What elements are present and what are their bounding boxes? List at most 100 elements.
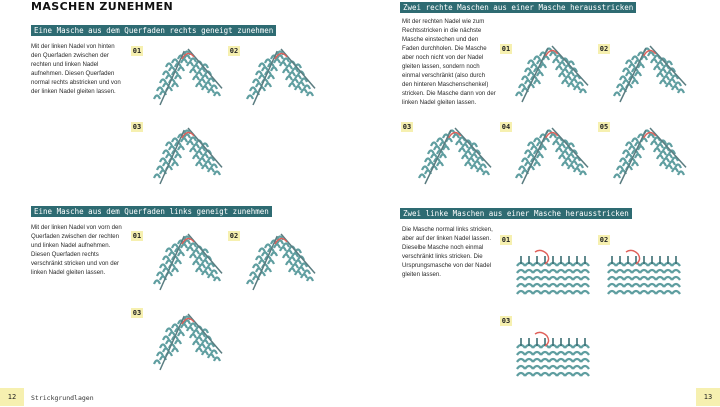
stitch-loop — [167, 331, 177, 337]
purl-fabric-illustration — [515, 330, 591, 385]
knitting-needle — [619, 47, 647, 103]
stitch-loop — [667, 67, 677, 73]
stitch-loop — [524, 282, 534, 288]
stitch-loop — [647, 268, 657, 274]
stitch-loop — [302, 269, 312, 275]
stitch-loop — [676, 88, 686, 94]
highlighted-loop — [181, 237, 195, 245]
stitch-loop — [197, 252, 207, 258]
stitch-loop — [655, 275, 665, 281]
stitch-loop — [572, 350, 582, 356]
stitch-loop — [563, 157, 573, 163]
stitch-loop — [251, 263, 261, 269]
stitch-loop — [670, 156, 680, 162]
knitting-needle — [159, 129, 185, 185]
stitch-loop — [266, 74, 276, 80]
stitch-loop — [615, 275, 625, 281]
stitch-loop — [532, 149, 542, 155]
stitch-loop — [475, 167, 485, 173]
stitch-loop — [615, 289, 625, 295]
stitch-loop — [514, 173, 524, 179]
highlighted-loop — [642, 49, 657, 57]
stitch-loop — [615, 83, 625, 89]
stitch-loop — [185, 140, 195, 146]
highlighted-loop — [181, 131, 195, 139]
stitch-loop — [524, 289, 534, 295]
stitch-loop — [658, 79, 668, 85]
stitch-loop — [454, 140, 464, 146]
stitch-loop — [173, 74, 183, 80]
stitch-loop — [203, 81, 213, 87]
stitch-loop — [655, 289, 665, 295]
stitch-loop — [556, 364, 566, 370]
stitch-loop — [197, 263, 207, 269]
stitch-loop — [649, 140, 659, 146]
stitch-loop — [254, 70, 264, 76]
stitch-loop — [671, 282, 681, 288]
stitch-loop — [299, 88, 309, 94]
stitch-loop — [524, 350, 534, 356]
stitch-loop — [667, 78, 677, 84]
step-badge: 04 — [500, 122, 512, 132]
stitch-loop — [290, 252, 300, 258]
stitch-loop — [463, 139, 473, 145]
stitch-loop — [209, 269, 219, 275]
stitch-loop — [209, 84, 219, 90]
stitch-loop — [580, 282, 590, 288]
stitch-loop — [275, 54, 285, 60]
stitch-loop — [287, 82, 297, 88]
stitch-loop — [176, 66, 186, 72]
stitch-loop — [572, 364, 582, 370]
stitch-loop — [182, 133, 192, 139]
knitting-illustration — [150, 124, 226, 186]
stitch-loop — [517, 83, 527, 89]
step-badge: 01 — [500, 44, 512, 54]
stitch-loop — [630, 79, 640, 85]
stitch-loop — [197, 78, 207, 84]
stitch-loop — [305, 91, 315, 97]
stitch-loop — [248, 86, 258, 92]
stitch-loop — [652, 147, 662, 153]
stitch-loop — [152, 173, 162, 179]
highlighted-loop — [274, 237, 288, 245]
knitting-illustration — [150, 230, 226, 292]
knitting-needle — [551, 127, 589, 168]
stitch-loop — [548, 350, 558, 356]
stitch-loop — [435, 149, 445, 155]
stitch-loop — [535, 59, 545, 65]
stitch-loop — [664, 82, 674, 88]
stitch-loop — [426, 149, 436, 155]
stitch-loop — [557, 143, 567, 149]
stitch-loop — [245, 279, 255, 285]
stitch-loop — [673, 81, 683, 87]
footer-section-label: Strickgrundlagen — [31, 394, 94, 402]
stitch-loop — [451, 133, 461, 139]
stitch-loop — [554, 65, 564, 71]
stitch-loop — [209, 349, 219, 355]
section-text-two-purl-from-one: Die Masche normal links stricken, aber a… — [402, 226, 493, 278]
stitch-loop — [572, 275, 582, 281]
stitch-loop — [200, 248, 210, 254]
stitch-loop — [647, 289, 657, 295]
stitch-loop — [639, 289, 649, 295]
stitch-loop — [532, 282, 542, 288]
highlighted-loop — [534, 331, 550, 347]
stitch-loop — [516, 289, 526, 295]
stitch-loop — [466, 146, 476, 152]
stitch-loop — [179, 323, 189, 329]
stitch-loop — [200, 63, 210, 69]
section-heading-two-purl-from-one: Zwei linke Maschen aus einer Masche hera… — [400, 208, 632, 219]
stitch-loop — [191, 329, 201, 335]
stitch-loop — [580, 371, 590, 377]
stitch-loop — [194, 347, 204, 353]
stitch-loop — [566, 164, 576, 170]
stitch-loop — [478, 163, 488, 169]
stitch-loop — [245, 94, 255, 100]
stitch-loop — [173, 153, 183, 159]
stitch-loop — [299, 262, 309, 268]
stitch-loop — [206, 156, 216, 162]
stitch-loop — [540, 364, 550, 370]
stitch-loop — [188, 242, 198, 248]
stitch-loop — [624, 141, 634, 147]
knitting-needle — [280, 233, 316, 274]
